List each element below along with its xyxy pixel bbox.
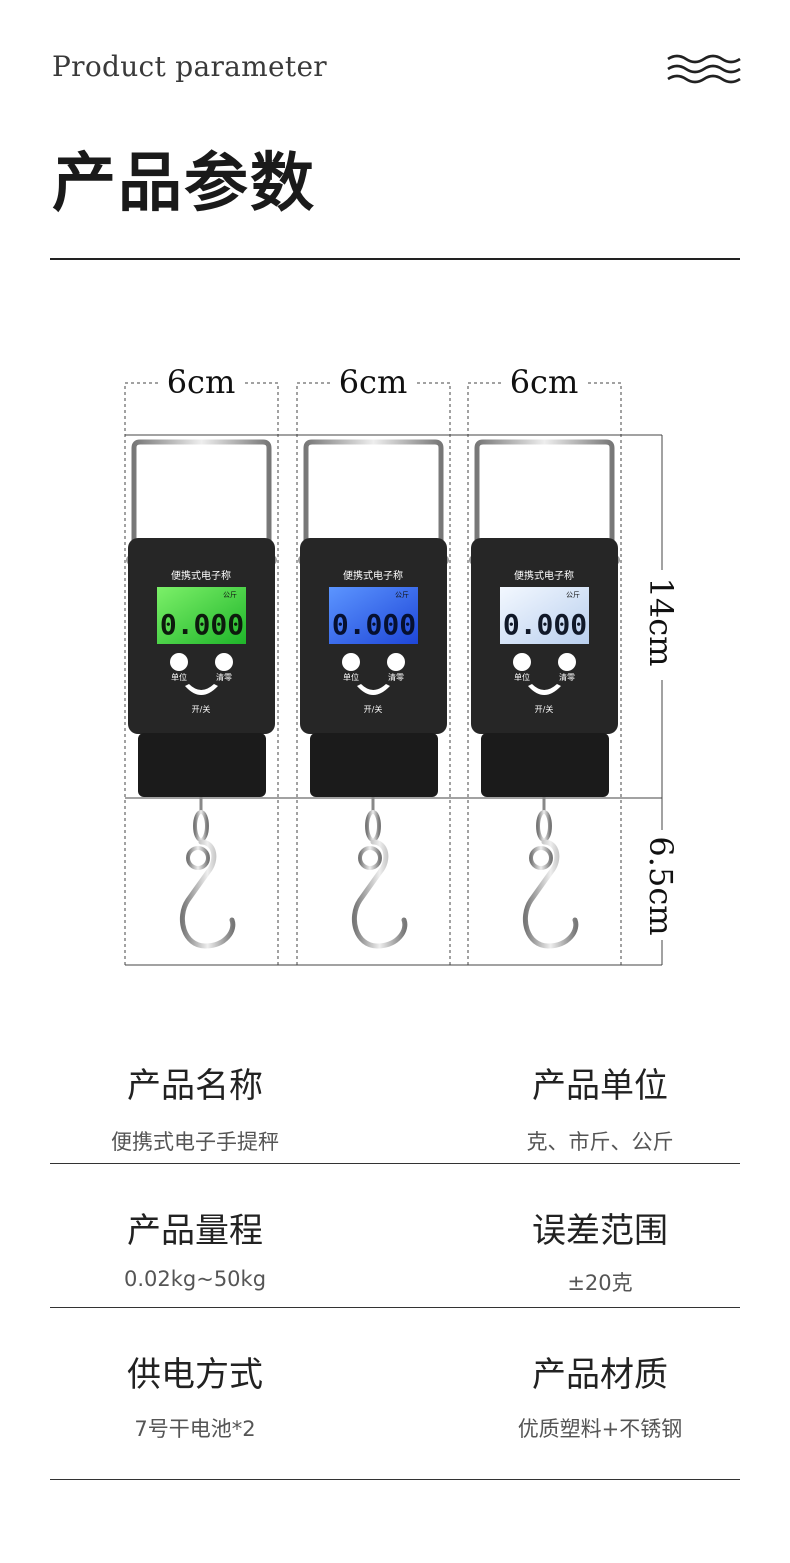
spec-name-material: 产品材质: [532, 1355, 668, 1395]
unit-button-label: 单位: [514, 672, 530, 682]
width-label-3: 6cm: [510, 363, 579, 401]
power-button-label: 开/关: [364, 704, 383, 714]
hook-length-label: 6.5cm: [642, 836, 680, 935]
spec-name-power: 供电方式: [127, 1355, 263, 1395]
unit-button[interactable]: [342, 653, 360, 671]
scale-device-2: 便携式电子称 公斤 0.000 单位 清零 开/关: [298, 439, 449, 949]
unit-button[interactable]: [513, 653, 531, 671]
unit-tag: 公斤: [395, 590, 409, 599]
spec-value-unit: 克、市斤、公斤: [526, 1130, 674, 1154]
spec-value-range: 0.02kg~50kg: [123, 1267, 267, 1291]
spec-value-product: 便携式电子手提秤: [111, 1130, 279, 1154]
device-label: 便携式电子称: [171, 569, 231, 582]
spec-name-error: 误差范围: [532, 1211, 668, 1251]
product-dimension-illustration: 6cm 6cm 6cm 14cm 6.5cm 便携式电子称 公斤 0.000 单…: [124, 363, 680, 966]
title-divider: [50, 258, 740, 260]
tare-button-label: 清零: [388, 672, 404, 682]
spec-name-range: 产品量程: [127, 1211, 263, 1251]
unit-tag: 公斤: [223, 590, 237, 599]
width-label-2: 6cm: [339, 363, 408, 401]
lcd-screen-blue: [329, 587, 418, 644]
power-button[interactable]: [185, 684, 218, 695]
tare-button-label: 清零: [559, 672, 575, 682]
scale-device-1: 便携式电子称 公斤 0.000 单位 清零 开/关: [126, 439, 277, 949]
power-button-label: 开/关: [192, 704, 211, 714]
power-button[interactable]: [528, 684, 561, 695]
unit-tag: 公斤: [566, 590, 580, 599]
unit-button[interactable]: [170, 653, 188, 671]
lcd-screen-green: [157, 587, 246, 644]
spec-row-divider: [50, 1307, 740, 1308]
width-label-1: 6cm: [167, 363, 236, 401]
spec-row-divider: [50, 1479, 740, 1480]
spec-row-divider: [50, 1163, 740, 1164]
tare-button-label: 清零: [216, 672, 232, 682]
height-label: 14cm: [642, 578, 680, 667]
spec-value-error: ±20克: [567, 1271, 633, 1295]
lcd-reading: 0.000: [332, 608, 416, 641]
device-label: 便携式电子称: [343, 569, 403, 582]
lcd-reading: 0.000: [160, 608, 244, 641]
tare-button[interactable]: [215, 653, 233, 671]
tare-button[interactable]: [387, 653, 405, 671]
device-label: 便携式电子称: [514, 569, 574, 582]
lcd-reading: 0.000: [503, 608, 587, 641]
wave-icon: [667, 54, 741, 84]
tare-button[interactable]: [558, 653, 576, 671]
power-button[interactable]: [357, 684, 390, 695]
spec-name-unit: 产品单位: [532, 1066, 668, 1106]
power-button-label: 开/关: [535, 704, 554, 714]
spec-name-product: 产品名称: [127, 1066, 263, 1106]
spec-value-material: 优质塑料+不锈钢: [517, 1417, 683, 1441]
spec-value-power: 7号干电池*2: [134, 1417, 256, 1441]
lcd-screen-white: [500, 587, 589, 644]
unit-button-label: 单位: [343, 672, 359, 682]
page-title: 产品参数: [52, 147, 316, 221]
unit-button-label: 单位: [171, 672, 187, 682]
scale-device-3: 便携式电子称 公斤 0.000 单位 清零 开/关: [469, 439, 620, 949]
section-subtitle: Product parameter: [52, 50, 327, 83]
